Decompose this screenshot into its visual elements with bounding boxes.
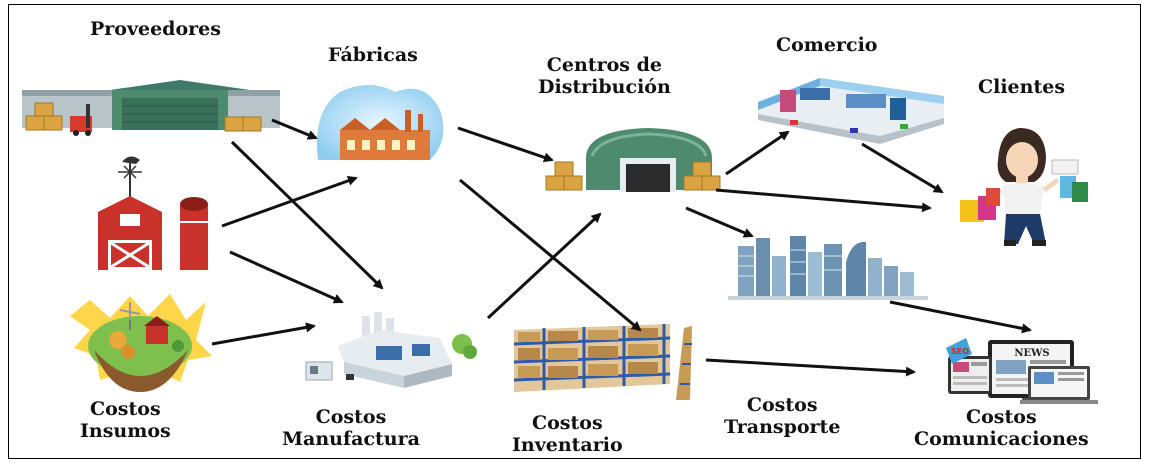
label-centros-line2: Distribución (538, 76, 671, 98)
label-costos-manufactura-line2: Manufactura (282, 428, 420, 450)
supplier-warehouse-icon (22, 80, 280, 136)
label-comercio: Comercio (776, 34, 878, 56)
farm-island-icon (70, 294, 212, 392)
arrow-distribution-to-clients (715, 188, 932, 213)
label-costos-transporte-line1: Costos (746, 394, 818, 416)
label-costos-insumos-line2: Insumos (80, 420, 171, 442)
barn-icon (98, 156, 208, 270)
news-screen-text: NEWS (1014, 348, 1049, 359)
arrow-factories-to-distribution (457, 126, 554, 163)
label-costos-comunicaciones-line1: Costos (966, 406, 1037, 428)
label-clientes: Clientes (978, 76, 1066, 98)
label-costos-transporte-line2: Transporte (724, 416, 841, 438)
label-costos-comunicaciones-line2: Comunicaciones (914, 428, 1089, 450)
manufacturing-plant-icon (305, 312, 477, 388)
arrow-manufacturing-to-distribution (486, 212, 602, 320)
label-costos-manufactura-line1: Costos (315, 406, 387, 428)
label-costos-comunicaciones: Costos Comunicaciones (914, 406, 1089, 450)
arrow-barn-to-factories (221, 175, 358, 228)
arrow-city-to-devices (889, 300, 1032, 334)
city-buildings-icon (728, 236, 928, 300)
label-centros-line1: Centros de (546, 54, 662, 76)
label-proveedores: Proveedores (90, 18, 221, 40)
label-centros-distribucion: Centros de Distribución (538, 54, 671, 98)
factory-icon (316, 85, 444, 160)
label-costos-inventario-line2: Inventario (512, 434, 623, 456)
label-fabricas: Fábricas (328, 44, 418, 66)
devices-news-icon: NEWS SEO (946, 338, 1098, 404)
flow-arrows (211, 118, 1032, 377)
label-costos-manufactura: Costos Manufactura (282, 406, 420, 450)
distribution-center-icon (545, 128, 721, 192)
arrow-inventory-to-devices (705, 358, 916, 377)
arrow-distribution-to-commerce (725, 130, 790, 176)
arrow-factories-to-inventory (459, 178, 642, 332)
label-costos-insumos-line1: Costos (90, 398, 161, 420)
arrow-distribution-to-city (685, 206, 754, 238)
shopping-mall-icon (758, 78, 944, 144)
label-costos-inventario-line1: Costos (532, 412, 603, 434)
arrow-suppliers-to-factories (271, 118, 318, 140)
arrow-commerce-to-clients (861, 142, 944, 194)
shopper-woman-icon (960, 128, 1088, 246)
arrow-farm-to-manufacturing (211, 322, 316, 346)
arrow-suppliers-to-manufacturing (230, 140, 384, 290)
seo-screen-text: SEO (951, 347, 969, 356)
arrow-barn-to-manufacturing (229, 250, 344, 304)
label-costos-inventario: Costos Inventario (512, 412, 623, 456)
label-costos-insumos: Costos Insumos (80, 398, 171, 442)
label-costos-transporte: Costos Transporte (724, 394, 840, 438)
inventory-shelves-icon (513, 324, 692, 400)
